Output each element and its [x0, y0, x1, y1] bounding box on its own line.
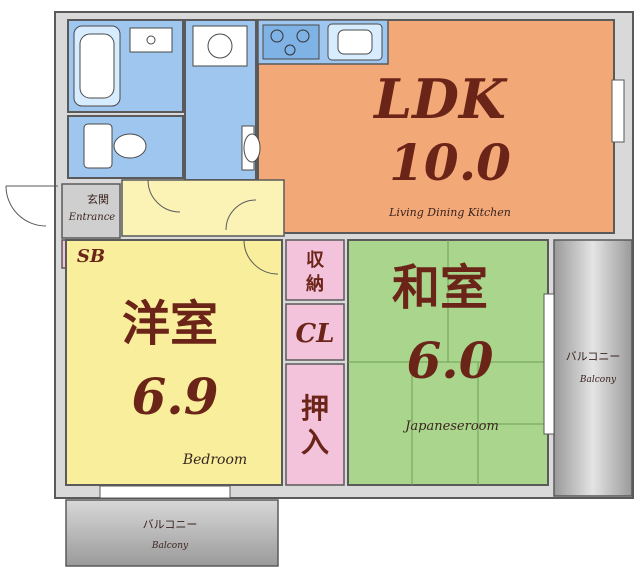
bathtub-icon — [73, 25, 121, 107]
toilet-icon — [83, 123, 147, 169]
oshiire — [285, 363, 345, 486]
entrance-door-arc — [5, 185, 47, 227]
western-label: Bedroom — [182, 452, 247, 468]
ldk-name: LDK — [372, 67, 508, 131]
oshiire-name-2: 入 — [301, 426, 329, 459]
storage — [285, 239, 345, 301]
stove-icon — [262, 24, 320, 60]
western-name: 洋室 — [122, 296, 218, 352]
window-ldk — [611, 79, 625, 143]
door-arc — [147, 179, 181, 213]
balcony-right-name: バルコニー — [566, 350, 621, 363]
western-size: 6.9 — [132, 367, 219, 426]
closet — [285, 303, 345, 361]
entrance-name: 玄関 — [87, 192, 109, 206]
balcony-bottom-label: Balcony — [151, 541, 189, 551]
tatami-lines — [348, 240, 548, 485]
japanese-label: Japaneseroom — [402, 419, 499, 434]
window-western — [99, 485, 231, 499]
oshiire-name-1: 押 — [301, 392, 329, 425]
storage-name-1: 収 — [306, 250, 325, 271]
door-arc — [225, 199, 257, 231]
japanese-name: 和室 — [392, 260, 488, 316]
ldk-label: Living Dining Kitchen — [388, 206, 511, 219]
entrance — [61, 183, 121, 239]
window-japanese — [543, 293, 555, 435]
japanese-size: 6.0 — [407, 331, 494, 390]
storage-name-2: 納 — [306, 273, 324, 295]
balcony-right — [553, 239, 633, 497]
ldk-size: 10.0 — [389, 133, 511, 192]
room-western — [65, 239, 283, 486]
closet-name: CL — [296, 319, 335, 349]
washer-icon — [192, 25, 248, 67]
toilet-icon — [241, 125, 261, 171]
balcony-bottom — [65, 499, 279, 567]
sink-icon — [327, 23, 383, 61]
door-arc — [243, 239, 279, 275]
hallway — [121, 179, 285, 237]
entrance-label: Entrance — [68, 212, 116, 223]
balcony-right-label: Balcony — [579, 375, 617, 385]
washbasin-icon — [129, 27, 173, 53]
balcony-bottom-name: バルコニー — [143, 518, 198, 531]
shoebox-name: SB — [77, 246, 105, 267]
